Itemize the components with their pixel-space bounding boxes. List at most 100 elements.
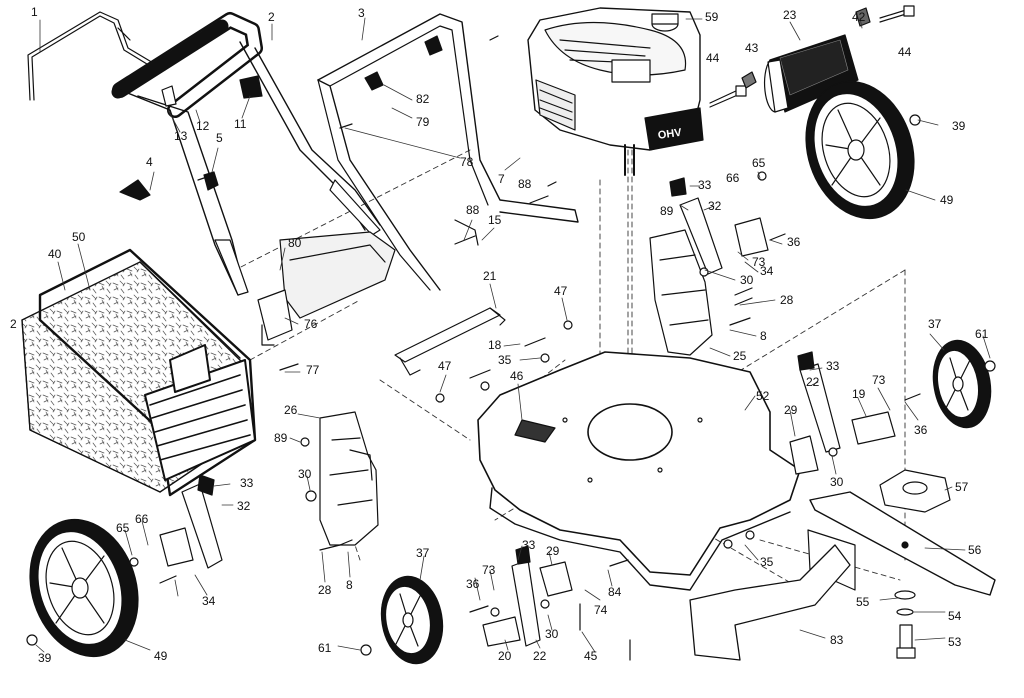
callout-29: 29 — [784, 403, 798, 417]
callout-39: 39 — [38, 651, 52, 665]
callout-56: 56 — [968, 543, 982, 557]
callout-44: 44 — [898, 45, 912, 59]
callout-30: 30 — [740, 273, 754, 287]
callout-73: 73 — [872, 373, 886, 387]
callout-12: 12 — [196, 119, 210, 133]
callout-83: 83 — [830, 633, 844, 647]
callout-15: 15 — [488, 213, 502, 227]
callout-2: 2 — [10, 317, 17, 331]
callout-88: 88 — [518, 177, 532, 191]
blade — [810, 492, 995, 595]
callout-1: 1 — [31, 5, 38, 19]
callout-36: 36 — [787, 235, 801, 249]
callout-26: 26 — [284, 403, 298, 417]
engine-badge: OHV — [657, 127, 683, 142]
callout-25: 25 — [733, 349, 747, 363]
callout-80: 80 — [288, 236, 302, 250]
callout-34: 34 — [202, 594, 216, 608]
callout-46: 46 — [510, 369, 524, 383]
callout-21: 21 — [483, 269, 497, 283]
callout-33: 33 — [240, 476, 254, 490]
bail-wire — [28, 12, 165, 100]
callout-19: 19 — [852, 387, 866, 401]
callout-42: 42 — [852, 10, 866, 24]
callout-65: 65 — [752, 156, 766, 170]
callout-65: 65 — [116, 521, 130, 535]
callout-35: 35 — [760, 555, 774, 569]
callout-66: 66 — [726, 171, 740, 185]
mower-deck — [478, 352, 800, 590]
callout-57: 57 — [955, 480, 969, 494]
callout-73: 73 — [752, 255, 766, 269]
callout-82: 82 — [416, 92, 430, 106]
callout-7: 7 — [498, 172, 505, 186]
axle-brackets — [182, 178, 840, 646]
callout-22: 22 — [533, 649, 547, 663]
bolts-and-nuts — [27, 36, 995, 660]
callout-30: 30 — [830, 475, 844, 489]
rear-baffle — [690, 530, 855, 660]
right-height-adjuster — [650, 230, 712, 355]
callout-32: 32 — [237, 499, 251, 513]
callout-36: 36 — [466, 577, 480, 591]
rear-wheel-left — [13, 505, 155, 670]
callout-76: 76 — [304, 317, 318, 331]
rear-flap — [765, 35, 858, 112]
callout-30: 30 — [298, 467, 312, 481]
pivot-plates — [160, 218, 895, 646]
left-height-adjuster — [320, 412, 378, 545]
front-wheel-right — [927, 336, 997, 432]
callout-28: 28 — [780, 293, 794, 307]
callout-49: 49 — [940, 193, 954, 207]
callout-33: 33 — [826, 359, 840, 373]
callout-13: 13 — [174, 129, 188, 143]
discharge-chute — [258, 232, 395, 345]
callout-61: 61 — [975, 327, 989, 341]
callout-34: 34 — [760, 264, 774, 278]
callout-3: 3 — [358, 6, 365, 20]
grass-bag — [22, 250, 255, 495]
callout-54: 54 — [948, 609, 962, 623]
callout-47: 47 — [554, 284, 568, 298]
callout-28: 28 — [318, 583, 332, 597]
leader-lines — [36, 18, 990, 652]
callout-59: 59 — [705, 10, 719, 24]
callout-37: 37 — [416, 546, 430, 560]
rear-wheel-right — [789, 67, 931, 232]
callout-84: 84 — [608, 585, 622, 599]
callout-8: 8 — [346, 578, 353, 592]
callout-49: 49 — [154, 649, 168, 663]
callout-22: 22 — [806, 375, 820, 389]
blade-bolt — [895, 591, 915, 658]
callout-29: 29 — [546, 544, 560, 558]
callout-43: 43 — [745, 41, 759, 55]
callout-45: 45 — [584, 649, 598, 663]
callout-55: 55 — [856, 595, 870, 609]
callout-18: 18 — [488, 338, 502, 352]
lower-handle — [318, 14, 578, 290]
callout-39: 39 — [952, 119, 966, 133]
callout-33: 33 — [698, 178, 712, 192]
upper-handle — [118, 20, 380, 295]
callout-44: 44 — [706, 51, 720, 65]
callout-20: 20 — [498, 649, 512, 663]
callout-88: 88 — [466, 203, 480, 217]
callout-52: 52 — [756, 389, 770, 403]
callout-5: 5 — [216, 131, 223, 145]
callout-33: 33 — [522, 538, 536, 552]
engine — [528, 8, 703, 175]
callout-36: 36 — [914, 423, 928, 437]
callout-8: 8 — [760, 329, 767, 343]
fasteners-top-right — [710, 6, 914, 107]
callout-37: 37 — [928, 317, 942, 331]
callout-78: 78 — [460, 155, 474, 169]
callout-73: 73 — [482, 563, 496, 577]
callout-32: 32 — [708, 199, 722, 213]
callout-89: 89 — [274, 431, 288, 445]
callout-61: 61 — [318, 641, 332, 655]
callout-23: 23 — [783, 8, 797, 22]
callout-30: 30 — [545, 627, 559, 641]
height-rod — [395, 308, 505, 375]
